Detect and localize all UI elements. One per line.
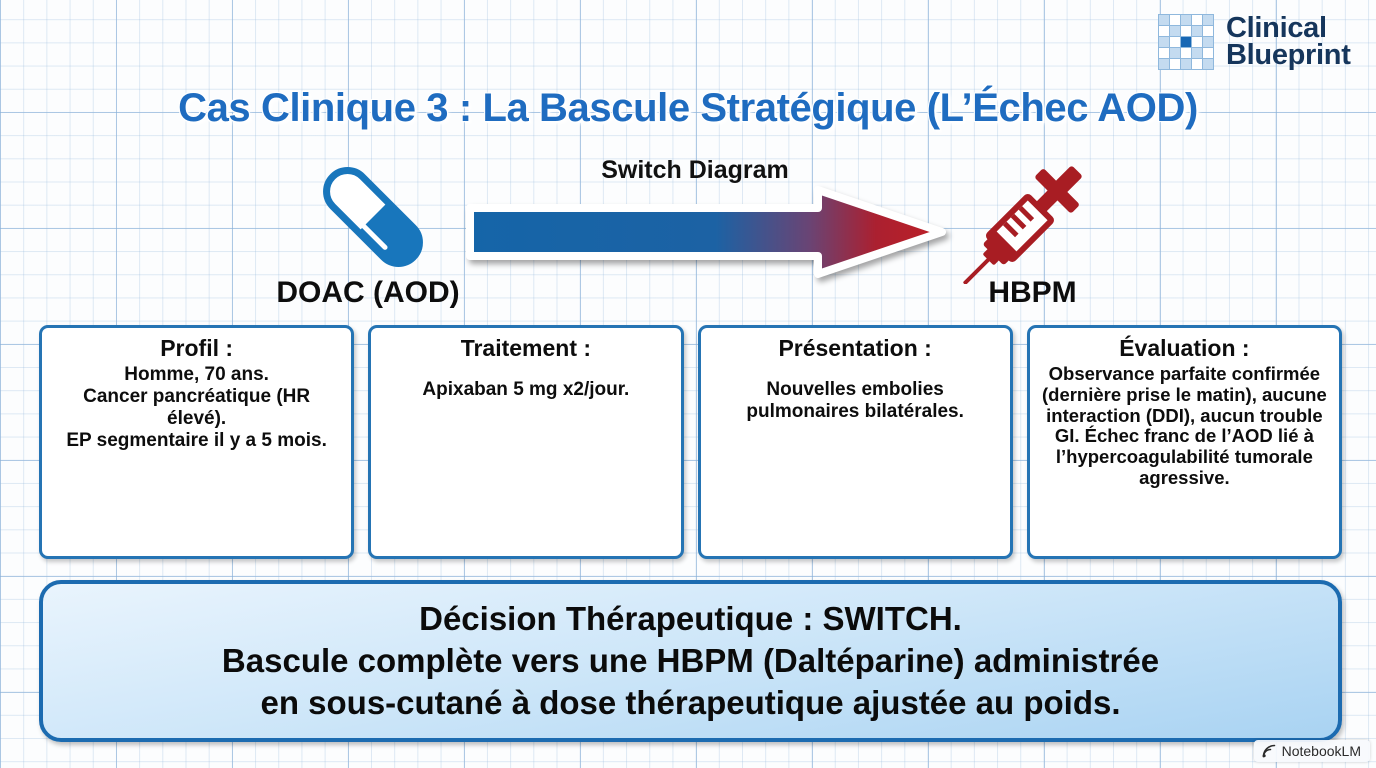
brand-name: Clinical Blueprint (1226, 12, 1351, 71)
diagram-from-label: DOAC (AOD) (276, 276, 460, 309)
info-card-traitement: Traitement : Apixaban 5 mg x2/jour. (368, 325, 684, 559)
card-body: Homme, 70 ans. Cancer pancréatique (HR é… (66, 363, 327, 451)
diagram-to-label: HBPM (988, 276, 1077, 309)
card-body: Nouvelles embolies pulmonaires bilatéral… (746, 378, 964, 422)
info-card-profil: Profil : Homme, 70 ans. Cancer pancréati… (39, 325, 355, 559)
blueprint-grid-icon (1158, 14, 1214, 70)
page-title: Cas Clinique 3 : La Bascule Stratégique … (178, 86, 1198, 130)
info-card-evaluation: Évaluation : Observance parfaite confirm… (1026, 325, 1342, 559)
card-body: Apixaban 5 mg x2/jour. (422, 378, 630, 400)
info-card-row: Profil : Homme, 70 ans. Cancer pancréati… (39, 325, 1342, 559)
right-arrow-gradient-icon (466, 186, 946, 278)
syringe-icon (962, 148, 1102, 284)
card-title: Évaluation : (1119, 335, 1250, 361)
brand-name-line1: Clinical (1226, 12, 1327, 45)
brand-name-line2: Blueprint (1226, 39, 1351, 71)
decision-banner-text: Décision Thérapeutique : SWITCH. Bascule… (221, 599, 1160, 722)
notebooklm-icon (1262, 744, 1275, 758)
card-title: Traitement : (460, 335, 592, 361)
card-title: Profil : (160, 335, 234, 361)
info-card-presentation: Présentation : Nouvelles embolies pulmon… (697, 325, 1013, 559)
card-title: Présentation : (778, 335, 932, 361)
notebooklm-watermark: NotebookLM (1253, 740, 1370, 762)
brand-logo: Clinical Blueprint (1158, 14, 1351, 70)
decision-banner: Décision Thérapeutique : SWITCH. Bascule… (39, 580, 1342, 742)
card-body: Observance parfaite confirmée (dernière … (1041, 362, 1327, 489)
notebooklm-label: NotebookLM (1281, 743, 1361, 759)
pill-capsule-icon (308, 152, 438, 282)
switch-diagram-label: Switch Diagram (601, 156, 789, 184)
